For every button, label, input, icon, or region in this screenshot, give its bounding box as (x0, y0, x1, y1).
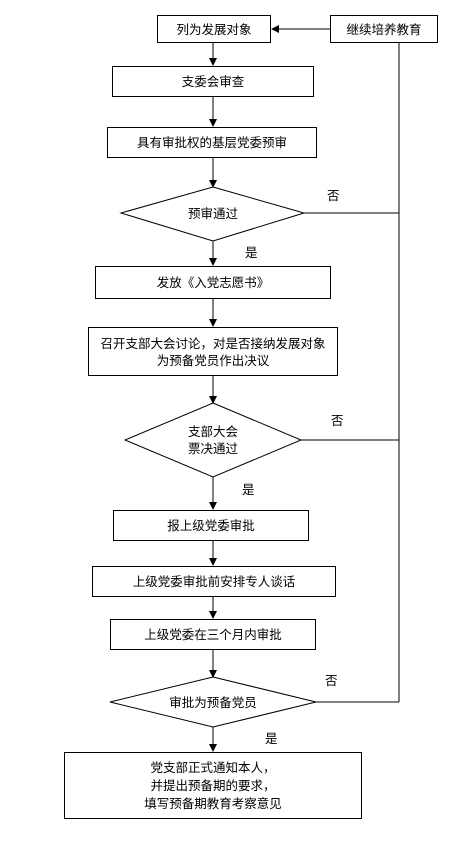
node-continue-education: 继续培养教育 (330, 15, 438, 43)
node-issue-application: 发放《入党志愿书》 (95, 266, 331, 299)
decision-diamond-2 (123, 402, 303, 478)
decision-3-text: 审批为预备党员 (169, 694, 257, 710)
node-pre-review: 具有审批权的基层党委预审 (107, 127, 317, 158)
yes-label-3: 是 (265, 731, 278, 746)
no-label-3: 否 (325, 673, 338, 688)
decision-2-text: 支部大会 票决通过 (187, 424, 238, 456)
node-branch-meeting: 召开支部大会讨论，对是否接纳发展对象为预备党员作出决议 (88, 327, 338, 376)
decision-1-text: 预审通过 (187, 205, 238, 221)
node-formal-notice: 党支部正式通知本人， 并提出预备期的要求， 填写预备期教育考察意见 (64, 752, 362, 819)
no-label-1: 否 (327, 188, 340, 203)
decision-diamond-1 (119, 186, 306, 242)
decision-diamond-3 (109, 676, 317, 728)
node-interview: 上级党委审批前安排专人谈话 (92, 566, 336, 597)
no-label-2: 否 (331, 413, 344, 428)
node-committee-review: 支委会审查 (112, 66, 314, 97)
node-development-target: 列为发展对象 (157, 15, 271, 43)
node-three-month-approval: 上级党委在三个月内审批 (110, 619, 316, 650)
node-report-superior: 报上级党委审批 (113, 510, 309, 541)
yes-label-1: 是 (245, 245, 258, 260)
yes-label-2: 是 (242, 482, 255, 497)
